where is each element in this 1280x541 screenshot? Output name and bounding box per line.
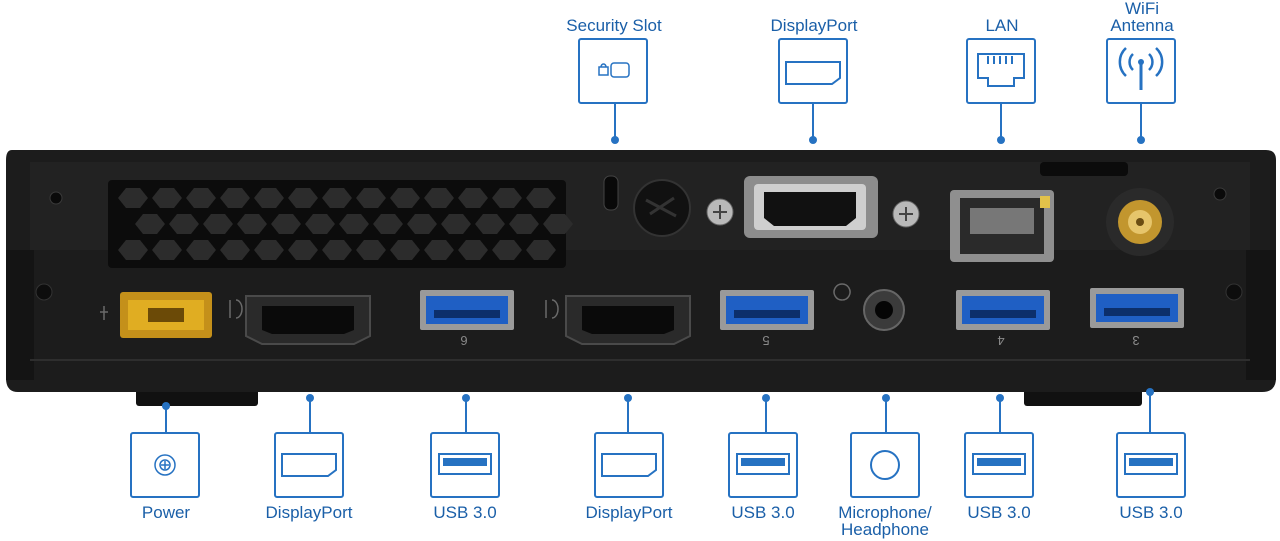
vent-hole — [390, 188, 420, 208]
usb-4-callout — [964, 432, 1034, 498]
security-slot-leader — [614, 104, 616, 138]
security-slot-dot — [611, 136, 619, 144]
vent-hole — [220, 188, 250, 208]
lan-dot — [997, 136, 1005, 144]
displayport-2-leader — [627, 398, 629, 432]
vent-hole — [543, 214, 573, 234]
lan-callout — [966, 38, 1036, 104]
displayport-top-dot — [809, 136, 817, 144]
displayport-1-label: DisplayPort — [265, 503, 353, 522]
vent-hole — [203, 214, 233, 234]
vent-hole — [458, 240, 488, 260]
vent-hole — [492, 240, 522, 260]
usb-4-leader — [999, 398, 1001, 432]
displayport-icon — [785, 61, 841, 85]
displayport-2-label: DisplayPort — [585, 503, 673, 522]
vent-hole — [356, 188, 386, 208]
vent-hole — [254, 188, 284, 208]
displayport-1-callout — [274, 432, 344, 498]
vent-hole — [526, 188, 556, 208]
usb-6-label: USB 3.0 — [433, 503, 497, 522]
power-icon — [154, 454, 176, 476]
usb-icon — [1124, 453, 1178, 475]
audio-jack-callout — [850, 432, 920, 498]
vent-hole — [254, 240, 284, 260]
wifi-antenna-leader — [1140, 104, 1142, 138]
security-slot-label: Security Slot — [566, 16, 662, 35]
port-number-6: 6 — [460, 333, 468, 348]
wifi-antenna-dot — [1137, 136, 1145, 144]
vent-hole — [424, 188, 454, 208]
vent-hole — [288, 188, 318, 208]
vent-hole — [407, 214, 437, 234]
vent-hole — [475, 214, 505, 234]
vent-hole — [220, 240, 250, 260]
vent-hole — [424, 240, 454, 260]
usb-3-callout — [1116, 432, 1186, 498]
wifi-label-line2: Antenna — [1110, 16, 1174, 35]
vent-hole — [390, 240, 420, 260]
vent-hole — [322, 188, 352, 208]
vent-hole — [135, 214, 165, 234]
power-callout — [130, 432, 200, 498]
vent-hole — [152, 188, 182, 208]
usb-5-callout — [728, 432, 798, 498]
vent-hole — [288, 240, 318, 260]
security-slot-callout — [578, 38, 648, 104]
displayport-top-callout — [778, 38, 848, 104]
vent-hole — [118, 240, 148, 260]
wifi-label-line1: WiFi — [1125, 0, 1159, 18]
audio-jack-leader — [885, 398, 887, 432]
usb-3-label: USB 3.0 — [1119, 503, 1183, 522]
displayport-icon — [601, 453, 657, 477]
ethernet-icon — [977, 53, 1025, 87]
displayport-2-callout — [594, 432, 664, 498]
vent-hole — [305, 214, 335, 234]
audio-jack-label-line2: Headphone — [841, 520, 929, 539]
vent-hole — [169, 214, 199, 234]
displayport-top-leader — [812, 104, 814, 138]
power-label: Power — [141, 503, 191, 522]
vent-hole — [373, 214, 403, 234]
lock-icon — [598, 62, 630, 78]
displayport-1-leader — [309, 398, 311, 432]
usb-icon — [972, 453, 1026, 475]
port-number-3: 3 — [1132, 333, 1140, 348]
power-leader — [165, 406, 167, 432]
usb-4-label: USB 3.0 — [967, 503, 1031, 522]
port-number-4: 4 — [997, 333, 1005, 348]
usb-3-leader — [1149, 392, 1151, 432]
displayport-top-label: DisplayPort — [770, 16, 858, 35]
vent-hole — [118, 188, 148, 208]
vent-hole — [356, 240, 386, 260]
usb-icon — [438, 453, 492, 475]
wifi-antenna-icon — [1118, 47, 1164, 90]
wifi-antenna-callout — [1106, 38, 1176, 104]
usb-icon — [736, 453, 790, 475]
audio-jack-icon — [870, 450, 900, 480]
vent-hole — [526, 240, 556, 260]
port-number-5: 5 — [762, 333, 770, 348]
audio-jack-label-line1: Microphone/ — [838, 503, 932, 522]
usb-6-leader — [465, 398, 467, 432]
vent-hole — [458, 188, 488, 208]
usb-6-callout — [430, 432, 500, 498]
usb-5-label: USB 3.0 — [731, 503, 795, 522]
vent-hole — [186, 188, 216, 208]
vent-hole — [509, 214, 539, 234]
vent-hole — [441, 214, 471, 234]
vent-hole — [492, 188, 522, 208]
vent-hole — [237, 214, 267, 234]
usb-5-leader — [765, 398, 767, 432]
lan-leader — [1000, 104, 1002, 138]
vent-hole — [271, 214, 301, 234]
vent-hole — [152, 240, 182, 260]
displayport-icon — [281, 453, 337, 477]
vent-hole — [339, 214, 369, 234]
lan-label: LAN — [985, 16, 1019, 35]
vent-hole — [322, 240, 352, 260]
vent-hole — [186, 240, 216, 260]
